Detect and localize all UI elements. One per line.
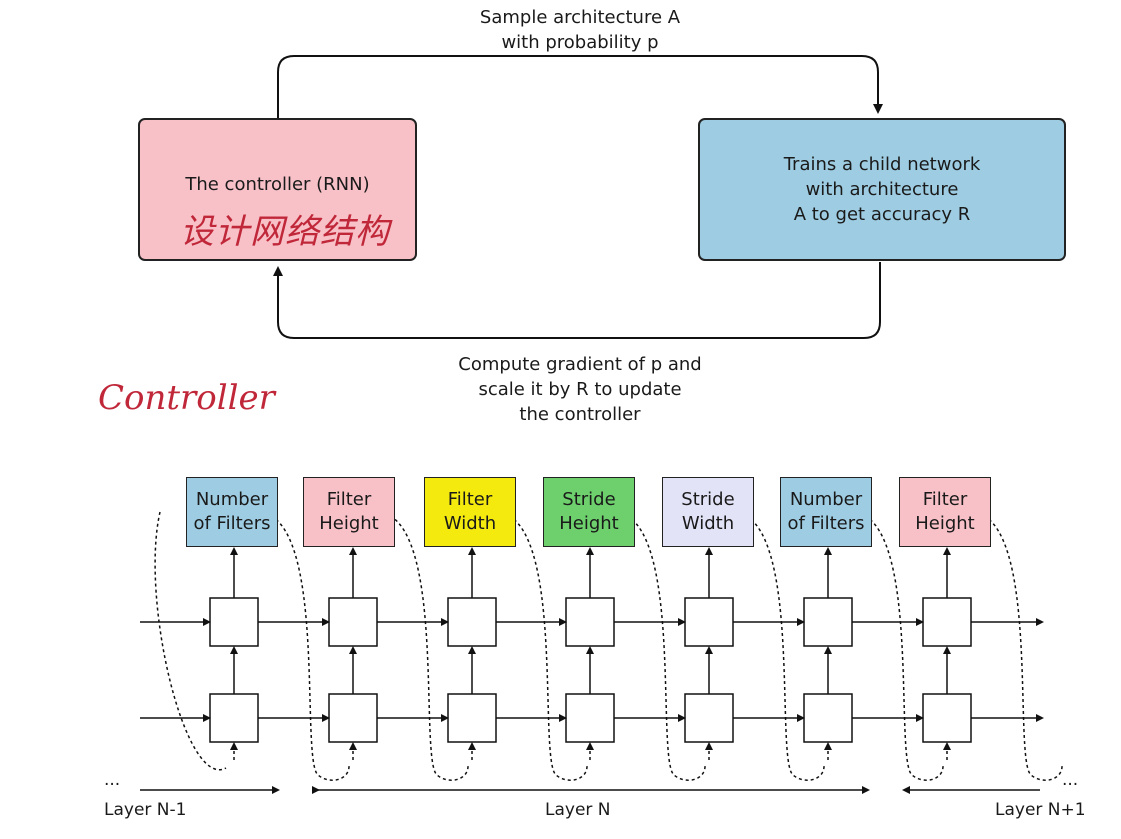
feedback-curve	[615, 511, 706, 781]
param-label: Height	[915, 513, 975, 534]
controller-handwritten-note: 设计网络结构	[180, 212, 390, 252]
param-label: Width	[443, 513, 497, 534]
feedback-curve	[972, 511, 1063, 781]
layer-current-label: Layer N	[545, 800, 611, 820]
param-label: of Filters	[787, 513, 865, 534]
rnn-cell-top	[922, 597, 972, 647]
rnn-cell-top	[684, 597, 734, 647]
param-label: Height	[559, 513, 619, 534]
controller-title: The controller (RNN)	[185, 174, 370, 195]
feedback-curve	[154, 511, 227, 771]
controller-annotation: Controller	[98, 378, 275, 418]
feedback-curve	[734, 511, 825, 781]
param-label: Filter	[922, 489, 968, 510]
child-network-box: Trains a child network with architecture…	[698, 118, 1066, 261]
rnn-cell-bottom	[209, 693, 259, 743]
param-box: Number of Filters	[780, 477, 872, 547]
feedback-curve	[259, 511, 350, 781]
param-label: Number	[789, 489, 863, 510]
rnn-cell-bottom	[803, 693, 853, 743]
rnn-cell-top	[209, 597, 259, 647]
param-label: Number	[195, 489, 269, 510]
sample-label: Sample architecture A with probability p	[479, 7, 681, 53]
param-label: Stride	[681, 489, 735, 510]
rnn-cell-bottom	[565, 693, 615, 743]
sample-arrow	[277, 55, 883, 118]
feedback-curve	[378, 511, 469, 781]
ellipsis-left: ...	[104, 770, 121, 790]
rnn-grid	[140, 511, 1063, 781]
rnn-cell-top	[328, 597, 378, 647]
layer-prev-label: Layer N-1	[104, 800, 187, 820]
feedback-curve	[853, 511, 944, 781]
param-label: of Filters	[193, 513, 271, 534]
rnn-cell-bottom	[684, 693, 734, 743]
controller-box: The controller (RNN)	[138, 118, 417, 261]
param-label: Filter	[447, 489, 493, 510]
rnn-cell-bottom	[328, 693, 378, 743]
layer-next-label: Layer N+1	[995, 800, 1086, 820]
rnn-cell-top	[447, 597, 497, 647]
rnn-cell-bottom	[922, 693, 972, 743]
rnn-cell-bottom	[447, 693, 497, 743]
param-label: Stride	[562, 489, 616, 510]
update-arrow	[273, 262, 881, 339]
ellipsis-right: ...	[1062, 770, 1079, 790]
param-label: Width	[681, 513, 735, 534]
rnn-cell-top	[803, 597, 853, 647]
rnn-cell-top	[565, 597, 615, 647]
param-label: Filter	[326, 489, 372, 510]
update-label: Compute gradient of p and scale it by R …	[458, 354, 702, 425]
param-label: Height	[319, 513, 379, 534]
param-box: Number of Filters	[186, 477, 278, 547]
feedback-curve	[497, 511, 588, 781]
